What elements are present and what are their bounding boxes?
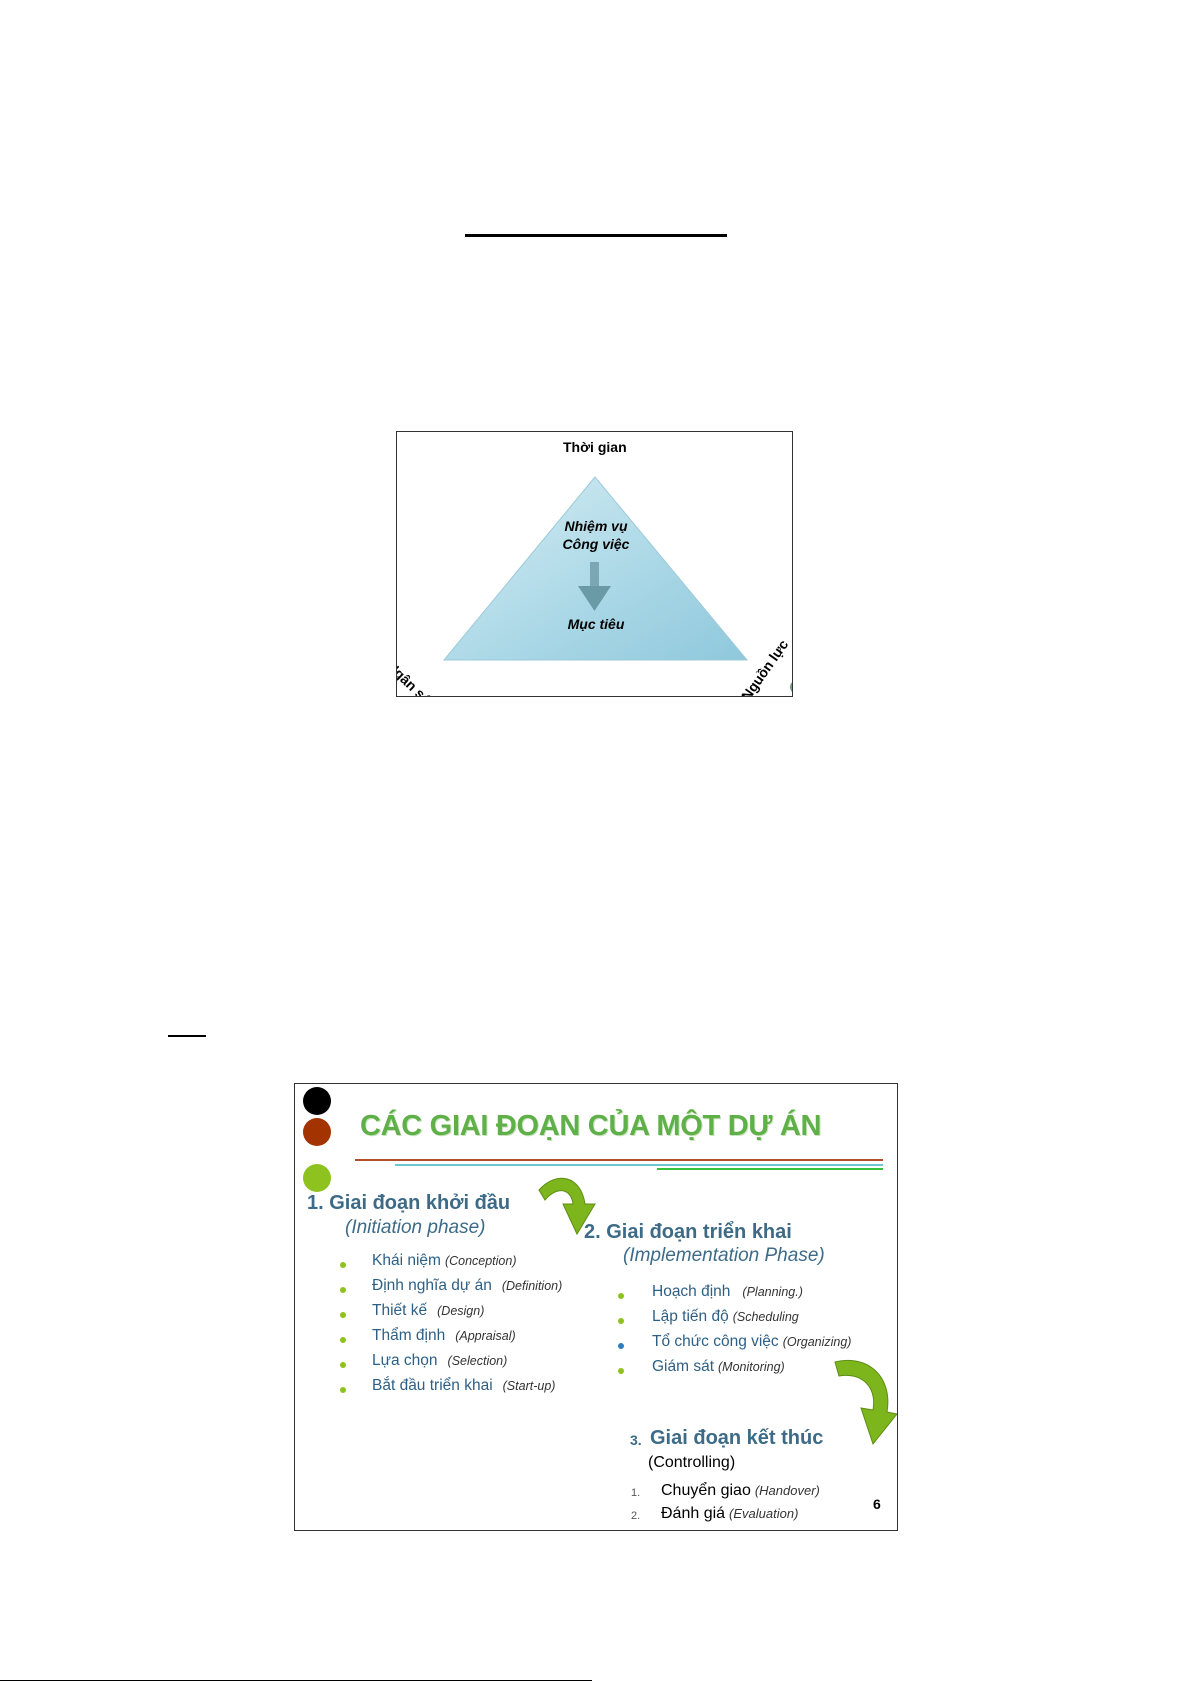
phase3-heading: Giai đoạn kết thúc — [650, 1427, 824, 1449]
item-number: 1. — [631, 1487, 641, 1499]
bullet-icon — [618, 1318, 624, 1324]
item-en: (Definition) — [501, 1279, 563, 1293]
title-rule-brown — [355, 1159, 883, 1161]
item-vi: Định nghĩa dự án — [372, 1277, 492, 1294]
list-item: Đánh giá(Evaluation) — [661, 1505, 798, 1523]
bullet-icon — [340, 1312, 346, 1318]
bullet-icon — [618, 1293, 624, 1299]
bullet-icon — [340, 1387, 346, 1393]
title-rule-cyan — [395, 1164, 883, 1166]
list-item: Thẩm định (Appraisal) — [372, 1327, 516, 1345]
project-phases-slide: CÁC GIAI ĐOẠN CỦA MỘT DỰ ÁN 1. Giai đoạn… — [294, 1083, 898, 1531]
slide-title: CÁC GIAI ĐOẠN CỦA MỘT DỰ ÁN — [360, 1110, 822, 1142]
list-item: Lựa chọn (Selection) — [372, 1352, 507, 1370]
item-en: (Design) — [437, 1304, 485, 1318]
list-item: Lập tiến độ(Scheduling — [652, 1308, 799, 1326]
curved-arrow-down-icon — [834, 1360, 897, 1446]
list-item: Thiết kế (Design) — [372, 1302, 484, 1320]
list-item: Hoạch định (Planning.) — [652, 1283, 803, 1301]
item-number: 2. — [631, 1510, 641, 1522]
item-vi: Lập tiến độ — [652, 1308, 729, 1325]
slide-page-number: 6 — [873, 1496, 881, 1512]
curved-arrow-icon — [538, 1177, 596, 1236]
footnote-separator — [0, 1680, 592, 1681]
item-en: (Appraisal) — [455, 1329, 516, 1343]
item-en: (Monitoring) — [718, 1360, 785, 1374]
item-vi: Tổ chức công việc — [652, 1333, 779, 1350]
phase3-number: 3. — [630, 1432, 642, 1448]
goal-label: Mục tiêu — [567, 616, 625, 632]
item-vi: Lựa chọn — [372, 1352, 438, 1369]
title-rule-green — [657, 1168, 883, 1170]
list-item: Định nghĩa dự án (Definition) — [372, 1277, 562, 1295]
list-item: Bắt đầu triển khai (Start-up) — [372, 1377, 555, 1395]
item-en: (Organizing) — [782, 1335, 852, 1349]
item-en: (Conception) — [444, 1254, 517, 1268]
item-en: (Start-up) — [502, 1379, 556, 1393]
brown-dot — [303, 1118, 331, 1146]
item-vi: Giám sát — [652, 1358, 715, 1375]
bullet-icon — [618, 1368, 624, 1374]
work-label: Công việc — [562, 536, 630, 552]
task-label: Nhiệm vụ — [564, 518, 628, 534]
item-vi: Chuyển giao — [661, 1482, 751, 1499]
bullet-icon — [340, 1262, 346, 1268]
item-vi: Đánh giá — [661, 1505, 726, 1522]
list-item: Chuyển giao(Handover) — [661, 1482, 820, 1500]
bullet-icon — [618, 1343, 624, 1349]
item-vi: Thiết kế — [372, 1302, 428, 1319]
item-en: (Scheduling — [732, 1310, 799, 1324]
item-vi: Khái niệm — [372, 1252, 441, 1269]
short-underline — [168, 1035, 206, 1037]
item-vi: Bắt đầu triển khai — [372, 1377, 493, 1394]
list-item: Khái niệm(Conception) — [372, 1252, 517, 1270]
item-vi: Thẩm định — [372, 1327, 446, 1344]
triangle-graphic — [442, 476, 792, 692]
bullet-icon — [340, 1337, 346, 1343]
phase2-subheading: (Implementation Phase) — [623, 1245, 825, 1266]
item-en: (Selection) — [447, 1354, 508, 1368]
corner-mark — [790, 682, 792, 692]
title-underline — [465, 234, 727, 237]
item-en: (Evaluation) — [729, 1506, 799, 1521]
time-label: Thời gian — [563, 439, 627, 455]
phase1-subheading: (Initiation phase) — [345, 1217, 486, 1238]
item-vi: Hoạch định — [652, 1283, 731, 1300]
phase1-heading: 1. Giai đoạn khởi đầu — [307, 1192, 511, 1214]
list-item: Giám sát(Monitoring) — [652, 1358, 785, 1376]
green-dot — [303, 1164, 331, 1192]
black-dot — [303, 1087, 331, 1115]
down-arrow-icon — [578, 562, 611, 611]
bullet-icon — [340, 1287, 346, 1293]
bullet-icon — [340, 1362, 346, 1368]
phase2-heading: 2. Giai đoạn triển khai — [584, 1221, 792, 1243]
item-en: (Handover) — [754, 1483, 820, 1498]
list-item: Tổ chức công việc(Organizing) — [652, 1333, 851, 1351]
item-en: (Planning.) — [742, 1285, 803, 1299]
project-triangle-figure: Thời gian Nhiệm vụ Công việc Mục tiêu Ng… — [396, 431, 793, 697]
phase3-subheading: (Controlling) — [648, 1454, 736, 1471]
